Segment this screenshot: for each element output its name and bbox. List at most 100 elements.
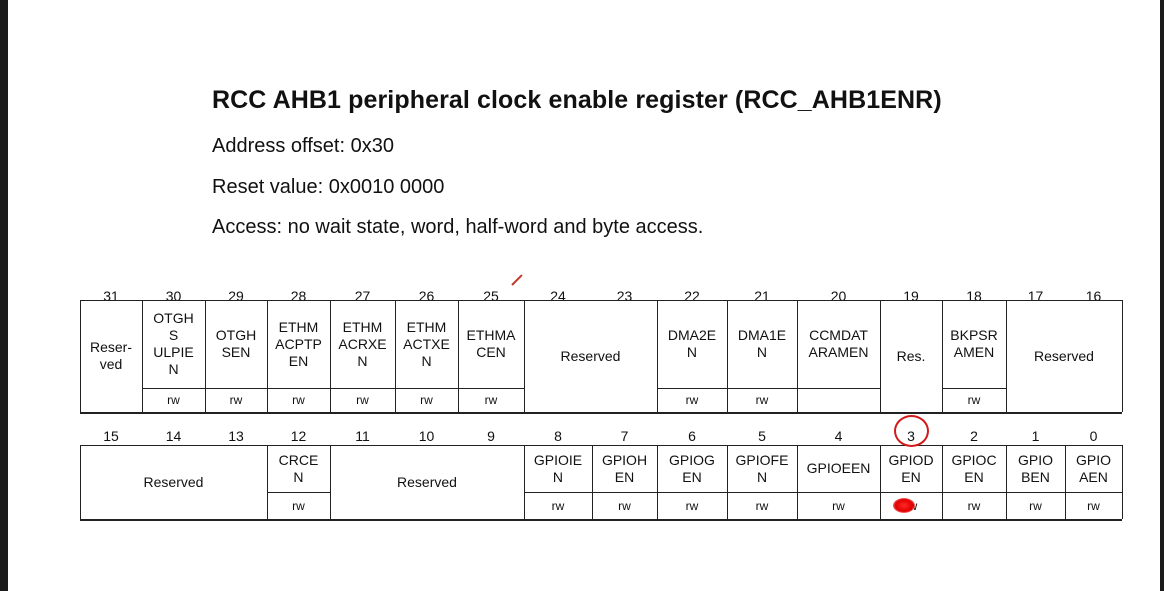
upper-access-label: rw [229,393,243,407]
lower-field-cell: GPIO AEN [1075,451,1111,485]
left-window-border [0,0,8,591]
lower-column-divider [267,445,268,519]
lower-bit-number: 7 [620,428,629,444]
lower-bit-number: 6 [688,428,696,444]
lower-access-separator [592,492,657,493]
lower-bit-number: 5 [758,428,766,444]
upper-access-separator [142,388,205,389]
upper-column-divider [330,300,331,412]
upper-field-cell: BKPSR AMEN [950,327,998,360]
lower-field-cell: GPIOD EN [888,451,934,485]
lower-top-border [80,445,1122,446]
upper-bottom-border [80,412,1122,414]
lower-access-separator [267,492,330,493]
upper-column-divider [1006,300,1007,412]
lower-field-cell: GPIOG EN [669,451,715,485]
lower-bit-number: 15 [103,428,119,444]
lower-column-divider [1006,445,1007,519]
upper-access-separator [205,388,267,389]
upper-field-cell: ETHM ACRXE N [338,318,387,369]
upper-access-separator [458,388,524,389]
lower-bit-number: 13 [228,428,244,444]
lower-column-divider [797,445,798,519]
lower-column-divider [880,445,881,519]
lower-column-divider [1065,445,1066,519]
lower-access-label: rw [685,498,699,513]
lower-bit-number: 2 [970,428,978,444]
upper-access-label: rw [755,393,769,407]
lower-access-label: rw [1087,498,1100,513]
upper-access-separator [267,388,330,389]
lower-bit-number: 9 [487,428,495,444]
lower-access-label: rw [618,498,631,513]
lower-access-separator [1065,492,1122,493]
upper-field-cell: OTGH S ULPIE N [153,310,194,377]
lower-bit-number: 11 [355,428,370,444]
lower-access-label: rw [832,498,845,513]
lower-column-divider [657,445,658,519]
upper-access-separator [657,388,727,389]
upper-field-cell: CCMDAT ARAMEN [808,327,869,360]
lower-bit-number: 8 [554,428,562,444]
upper-access-separator [395,388,458,389]
upper-field-cell: Reserved [1034,347,1094,364]
lower-column-divider [942,445,943,519]
reset-value-text: Reset value: 0x0010 0000 [212,176,445,198]
lower-access-label: rw [967,498,981,513]
lower-field-cell: Reserved [397,473,457,490]
address-offset-text: Address offset: 0x30 [212,135,394,157]
upper-column-divider [458,300,459,412]
lower-access-separator [657,492,727,493]
upper-column-divider [524,300,525,412]
lower-field-cell: GPIOC EN [951,451,997,485]
upper-column-divider [395,300,396,412]
lower-field-cell: Reserved [143,473,204,490]
upper-column-divider [797,300,798,412]
lower-field-cell: GPIOFE N [735,451,789,485]
upper-column-divider [205,300,206,412]
lower-right-border [1122,445,1123,519]
lower-field-cell: GPIOIE N [533,451,583,485]
upper-field-cell: Reser- ved [89,339,132,372]
annotation-red-dot [893,498,915,513]
upper-right-border [1122,300,1123,412]
lower-bit-number: 4 [834,428,843,444]
lower-bit-number: 10 [418,428,435,444]
lower-left-border [80,445,81,519]
lower-column-divider [524,445,525,519]
upper-field-cell: OTGH SEN [215,327,257,360]
upper-access-separator [727,388,797,389]
lower-bit-number: 0 [1089,428,1098,444]
lower-field-cell: GPIOH EN [601,451,648,485]
upper-access-label: rw [967,393,981,407]
upper-access-separator [942,388,1006,389]
upper-column-divider [657,300,658,412]
upper-access-label: rw [685,393,699,407]
upper-top-border [80,300,1122,301]
lower-access-separator [880,492,942,493]
access-text: Access: no wait state, word, half-word a… [212,216,704,238]
lower-bit-number: 12 [290,428,307,444]
upper-column-divider [880,300,881,412]
lower-access-separator [524,492,592,493]
annotation-circle [894,415,929,447]
upper-field-cell: Reserved [560,347,621,364]
upper-access-separator [330,388,395,389]
upper-column-divider [942,300,943,412]
lower-bit-number: 14 [165,428,182,444]
lower-column-divider [330,445,331,519]
upper-field-cell: ETHM ACTXE N [403,318,450,369]
upper-column-divider [267,300,268,412]
upper-field-cell: DMA1E N [737,327,787,360]
upper-access-label: rw [484,393,498,407]
lower-access-separator [1006,492,1065,493]
lower-access-label: rw [1029,498,1042,513]
lower-access-separator [797,492,880,493]
lower-bottom-border [80,519,1122,521]
annotation-tick-mark [511,274,523,286]
lower-access-label: rw [755,498,769,513]
lower-bit-number: 1 [1031,428,1040,444]
upper-access-label: rw [420,393,433,407]
upper-field-cell: ETHM ACPTP EN [275,318,322,369]
upper-left-border [80,300,81,412]
